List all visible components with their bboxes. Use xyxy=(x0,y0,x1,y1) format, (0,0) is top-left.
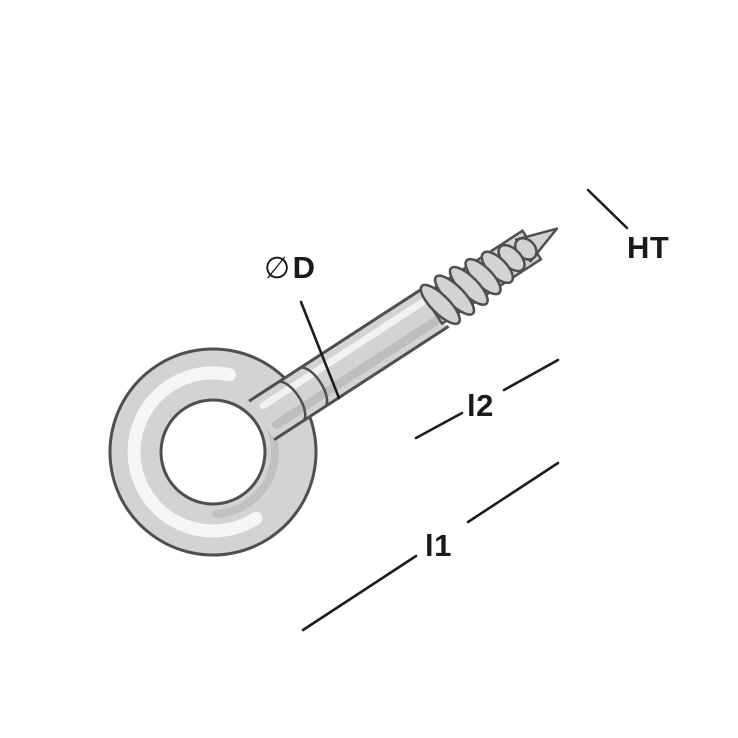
threads xyxy=(419,227,559,326)
leader-line-diameter xyxy=(299,300,341,400)
label-diameter: ∅D xyxy=(264,250,316,286)
dimension-line-l2 xyxy=(414,411,464,440)
shank-shadow xyxy=(272,316,440,430)
eye-hole xyxy=(159,398,267,506)
label-ht: HT xyxy=(627,230,670,265)
dimension-line-l1 xyxy=(466,461,560,524)
label-l1: l1 xyxy=(425,528,452,563)
dimension-line-l2 xyxy=(502,358,560,392)
ring-highlight xyxy=(127,366,263,538)
shank-seam xyxy=(298,366,329,409)
shank-highlight xyxy=(259,298,428,410)
eye-ring xyxy=(108,347,318,557)
label-l2: l2 xyxy=(467,388,494,423)
dimension-line-l1 xyxy=(301,554,418,632)
shank xyxy=(248,286,450,441)
label-diameter-text: D xyxy=(292,250,316,285)
diameter-symbol-icon: ∅ xyxy=(264,252,291,285)
dimension-lines xyxy=(299,188,629,632)
leader-line-ht xyxy=(586,188,629,230)
screw-eye-part xyxy=(108,227,559,557)
